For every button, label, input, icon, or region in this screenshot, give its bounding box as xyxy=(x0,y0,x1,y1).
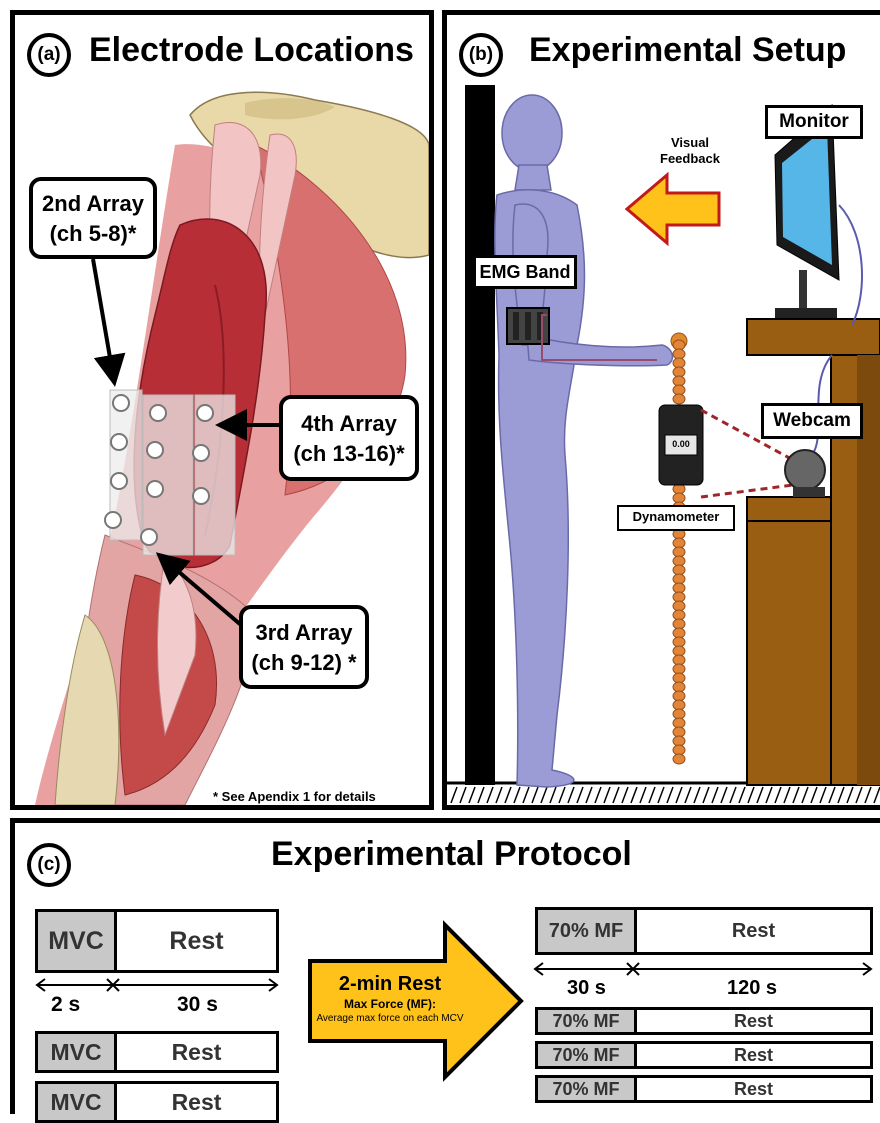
visual-feedback-label: Visual Feedback xyxy=(655,135,725,167)
electrode-icon xyxy=(149,404,167,422)
protocol-graphics xyxy=(15,823,880,1114)
mf-bar-2: 70% MF Rest xyxy=(535,1007,873,1035)
mf-bar-4: 70% MF Rest xyxy=(535,1075,873,1103)
mf-segment: 70% MF xyxy=(538,1044,637,1066)
electrode-icon xyxy=(192,444,210,462)
array-3-callout: 3rd Array (ch 9-12) * xyxy=(239,605,369,689)
arrow-subtitle: Max Force (MF): xyxy=(315,997,465,1011)
electrode-icon xyxy=(110,472,128,490)
panel-a-letter: (a) xyxy=(27,33,71,77)
visual-feedback-line-1: Visual xyxy=(655,135,725,151)
array-4-name: 4th Array xyxy=(283,409,415,439)
rest-segment: Rest xyxy=(637,1010,870,1032)
footnote: * See Apendix 1 for details xyxy=(213,789,376,804)
panel-a-title: Electrode Locations xyxy=(89,31,414,70)
mf-segment: 70% MF xyxy=(538,910,637,952)
electrode-icon xyxy=(146,441,164,459)
array-4-callout: 4th Array (ch 13-16)* xyxy=(279,395,419,481)
rest-segment: Rest xyxy=(637,1044,870,1066)
panel-b: (b) Experimental Setup Monitor Visual Fe… xyxy=(442,10,880,810)
dynamometer-display: 0.00 xyxy=(669,439,693,449)
mf-segment: 70% MF xyxy=(538,1010,637,1032)
array-2-channels: (ch 5-8)* xyxy=(33,219,153,249)
rest-segment: Rest xyxy=(637,910,870,952)
arrow-title: 2-min Rest xyxy=(315,973,465,996)
array-4-channels: (ch 13-16)* xyxy=(283,439,415,469)
electrode-icon xyxy=(146,480,164,498)
right-duration-mf: 30 s xyxy=(567,977,606,1000)
arrow-description: Average max force on each MCV xyxy=(305,1013,475,1024)
mf-bar-3: 70% MF Rest xyxy=(535,1041,873,1069)
array-3-name: 3rd Array xyxy=(243,618,365,648)
visual-feedback-line-2: Feedback xyxy=(655,151,725,167)
array-2-callout: 2nd Array (ch 5-8)* xyxy=(29,177,157,259)
right-duration-rest: 120 s xyxy=(727,977,777,1000)
mf-segment: 70% MF xyxy=(538,1078,637,1100)
emg-band-label: EMG Band xyxy=(473,255,577,289)
panel-a: (a) Electrode Locations 2nd Array (ch 5-… xyxy=(10,10,434,810)
panel-b-letter: (b) xyxy=(459,33,503,77)
electrode-icon xyxy=(110,433,128,451)
electrode-icon xyxy=(192,487,210,505)
monitor-label: Monitor xyxy=(765,105,863,139)
array-3-channels: (ch 9-12) * xyxy=(243,648,365,678)
panel-c: (c) Experimental Protocol MVC Rest MVC R… xyxy=(10,818,880,1114)
array-2-name: 2nd Array xyxy=(33,189,153,219)
webcam-label: Webcam xyxy=(761,403,863,439)
mf-bar-1: 70% MF Rest xyxy=(535,907,873,955)
left-duration-rest: 30 s xyxy=(177,993,218,1017)
electrode-icon xyxy=(140,528,158,546)
rest-segment: Rest xyxy=(637,1078,870,1100)
dynamometer-label: Dynamometer xyxy=(617,505,735,531)
electrode-icon xyxy=(196,404,214,422)
panel-b-title: Experimental Setup xyxy=(529,31,846,70)
electrode-icon xyxy=(104,511,122,529)
left-duration-mvc: 2 s xyxy=(51,993,80,1017)
electrode-icon xyxy=(112,394,130,412)
